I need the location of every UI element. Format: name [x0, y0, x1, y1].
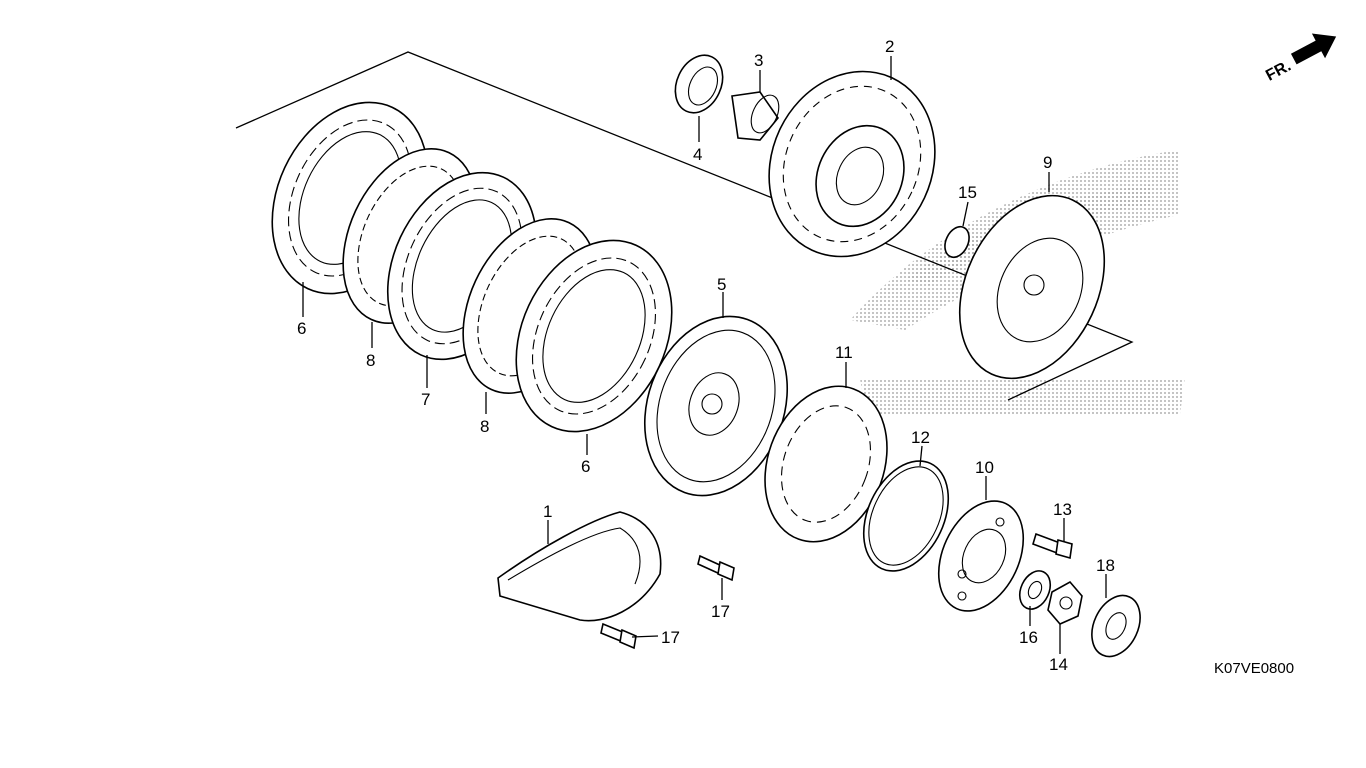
clutch-center [958, 194, 1106, 380]
direction-label: FR. [1263, 58, 1294, 85]
bolt-17-upper [697, 554, 735, 582]
callout-15: 15 [958, 183, 977, 202]
seal-ring [674, 54, 724, 114]
thrust-washer [944, 225, 970, 259]
leader-lines [302, 56, 1107, 654]
callout-14: 14 [1049, 655, 1068, 674]
callout-6b: 6 [581, 457, 590, 476]
callout-1: 1 [543, 502, 552, 521]
bushing [731, 91, 780, 141]
friction-disc-right [515, 239, 673, 433]
diagram-code: K07VE0800 [1214, 660, 1294, 677]
washer-16 [1018, 570, 1052, 610]
clutch-outer [768, 70, 936, 258]
callout-17a: 17 [711, 602, 730, 621]
lifter-plate [937, 500, 1025, 612]
direction-indicator: FR. [1263, 33, 1337, 85]
arrow-icon [1290, 33, 1337, 65]
bearing-18 [1091, 594, 1141, 658]
oil-guide [497, 511, 662, 622]
callout-labels: 1 2 3 4 5 6 6 7 8 8 9 10 11 12 13 14 15 … [297, 37, 1115, 674]
callout-11: 11 [835, 343, 853, 362]
callout-16: 16 [1019, 628, 1038, 647]
lock-nut-14 [1047, 580, 1083, 625]
callout-8a: 8 [366, 351, 375, 370]
callout-17b: 17 [661, 628, 680, 647]
callout-2: 2 [885, 37, 894, 56]
callout-12: 12 [911, 428, 930, 447]
callout-4: 4 [693, 145, 702, 164]
judder-plate [764, 385, 888, 543]
callout-5: 5 [717, 275, 726, 294]
callout-10: 10 [975, 458, 994, 477]
callout-6a: 6 [297, 319, 306, 338]
assembly-outline [235, 51, 1134, 401]
flange-bolt-13 [1032, 532, 1073, 560]
callout-3: 3 [754, 51, 763, 70]
callout-9: 9 [1043, 153, 1052, 172]
spring-seat [862, 460, 950, 572]
callout-7: 7 [421, 390, 430, 409]
callout-13: 13 [1053, 500, 1072, 519]
bolt-17-lower [600, 622, 637, 650]
callout-18: 18 [1096, 556, 1115, 575]
callout-8b: 8 [480, 417, 489, 436]
pressure-plate [643, 315, 789, 497]
